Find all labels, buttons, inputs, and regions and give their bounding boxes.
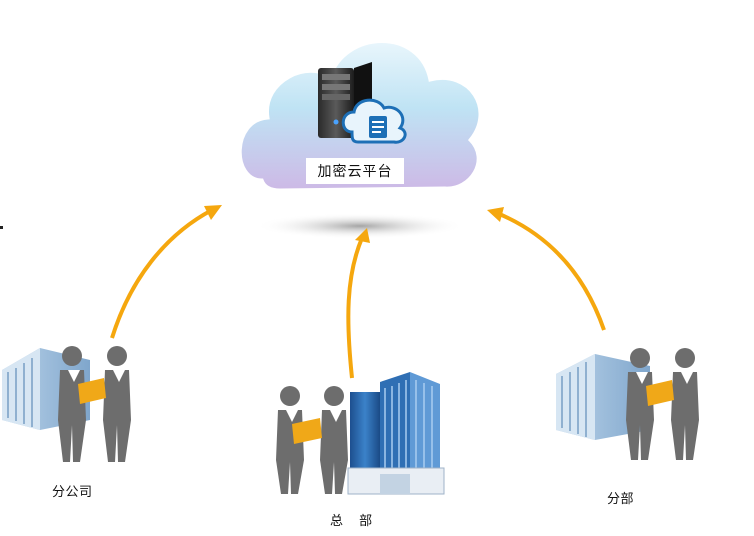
arrow-to-cloud-from-headquarters [346, 228, 370, 379]
arrow-to-cloud-from-branch-department [487, 207, 606, 331]
cloud-platform-label: 加密云平台 [306, 158, 404, 184]
building-icon [2, 348, 90, 430]
branch-company-label: 分公司 [52, 485, 93, 500]
branch-department-label: 分部 [607, 492, 635, 507]
people-icon [58, 346, 131, 462]
stray-mark [0, 226, 3, 229]
people-icon [626, 348, 699, 460]
headquarters-label: 总 部 [330, 514, 379, 529]
cloud-shadow [255, 213, 465, 239]
people-icon [276, 386, 348, 494]
cloud-document-icon [341, 98, 407, 144]
building-icon [347, 372, 445, 495]
arrow-to-cloud-from-branch-company [110, 205, 222, 339]
